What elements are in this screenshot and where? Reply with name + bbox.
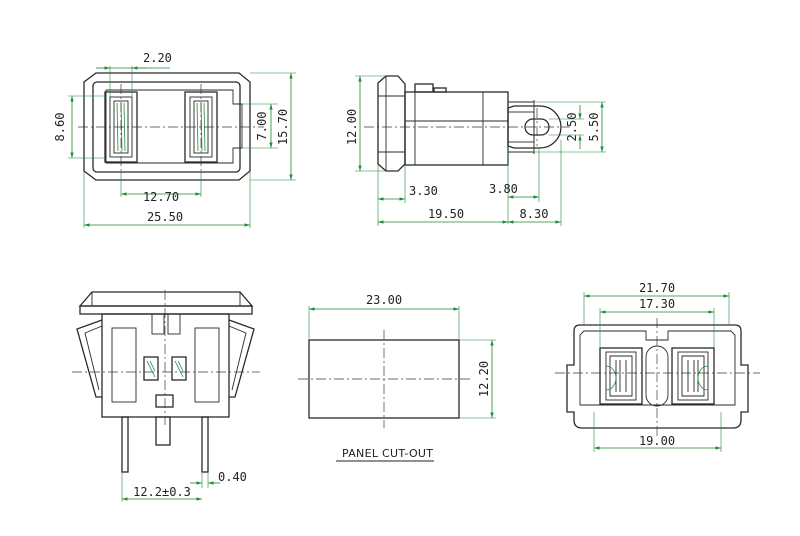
cutout-view: 23.00 12.20 PANEL CUT-OUT xyxy=(298,293,496,462)
panel-cutout-caption: PANEL CUT-OUT xyxy=(342,447,433,460)
side-dim-height: 12.00 xyxy=(345,109,359,145)
top-dim-pin-height: 8.60 xyxy=(53,113,67,142)
rear-dim-inner: 17.30 xyxy=(639,297,675,311)
top-dim-pin-width: 2.20 xyxy=(143,51,172,65)
top-view: 2.20 8.60 7.00 15.70 12.70 25.50 xyxy=(53,51,296,228)
cutout-dim-height: 12.20 xyxy=(477,361,491,397)
top-dim-outer-height: 15.70 xyxy=(276,109,290,145)
rear-view: 21.70 17.30 19.00 xyxy=(555,281,760,452)
top-dim-overall-width: 25.50 xyxy=(147,210,183,224)
rear-view-body xyxy=(566,324,749,429)
front-dim-thickness: 0.40 xyxy=(218,470,247,484)
side-dim-flange: 3.30 xyxy=(409,184,438,198)
side-view: 12.00 2.50 5.50 3.30 3.80 19.50 8.30 xyxy=(345,75,606,226)
side-view-body xyxy=(377,75,562,172)
side-dim-step: 3.80 xyxy=(489,182,518,196)
side-dim-tab: 5.50 xyxy=(587,113,601,142)
top-dim-pin-spacing: 12.70 xyxy=(143,190,179,204)
side-dim-hole: 2.50 xyxy=(565,113,579,142)
top-view-body xyxy=(83,72,251,181)
front-dim-terminal-spacing: 12.2±0.3 xyxy=(133,485,191,499)
side-dim-body-length: 19.50 xyxy=(428,207,464,221)
front-view-body xyxy=(76,291,255,473)
rear-dim-bottom: 19.00 xyxy=(639,434,675,448)
side-dim-tab-length: 8.30 xyxy=(520,207,549,221)
top-dim-inner-height: 7.00 xyxy=(255,112,269,141)
cutout-dim-width: 23.00 xyxy=(366,293,402,307)
rear-dim-overall: 21.70 xyxy=(639,281,675,295)
front-view: 0.40 12.2±0.3 xyxy=(72,290,260,502)
